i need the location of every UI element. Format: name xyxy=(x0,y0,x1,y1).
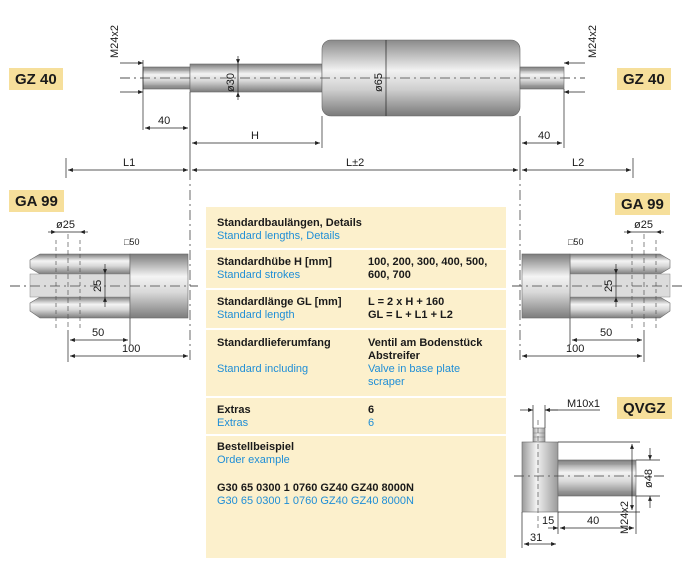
length-label-en: Standard length xyxy=(217,309,295,321)
dim-15: 15 xyxy=(542,515,554,527)
strokes-value-line2: 600, 700 xyxy=(368,269,411,281)
ga99-right-clevis xyxy=(512,234,685,330)
dim-40-qvgz: 40 xyxy=(587,515,599,527)
dim-l2: L2 xyxy=(572,157,584,169)
dim-slot25-right: 25 xyxy=(603,280,615,292)
tag-qvgz: QVGZ xyxy=(617,397,672,419)
dim-d30: ø30 xyxy=(225,73,237,92)
qvgz-adapter xyxy=(514,420,664,528)
dim-40-left: 40 xyxy=(158,115,170,127)
ga99-left-dimensions xyxy=(48,230,188,362)
extras-label-en: Extras xyxy=(217,417,249,429)
reference-lines xyxy=(189,170,521,360)
dim-d25-right: ø25 xyxy=(634,219,653,231)
strokes-label-de: Standardhübe H [mm] xyxy=(217,256,332,268)
dim-40-right: 40 xyxy=(538,130,550,142)
tag-gz40-right: GZ 40 xyxy=(617,68,671,90)
dim-stroke-h: H xyxy=(251,130,259,142)
qvgz-dimension-labels: M10x1 ø48 M24x2 15 40 31 xyxy=(530,398,655,544)
separator xyxy=(206,328,506,330)
spec-header-de: Standardbaulängen, Details xyxy=(217,217,362,229)
delivery-value-en-1: Valve in base plate xyxy=(368,363,461,375)
dim-d25-left: ø25 xyxy=(56,219,75,231)
qvgz-dimensions xyxy=(520,405,660,548)
gz40-cylinder-view xyxy=(120,39,585,117)
length-formula-gl: GL = L + L1 + L2 xyxy=(368,309,453,321)
order-label-en: Order example xyxy=(217,454,290,466)
delivery-value-de-1: Ventil am Bodenstück xyxy=(368,337,483,349)
length-formula-l: L = 2 x H + 160 xyxy=(368,296,445,308)
dim-d48: ø48 xyxy=(643,469,655,488)
gz40-dimension-labels: M24x2 ø30 ø65 40 H 40 M24x2 L1 L±2 L2 xyxy=(109,25,599,169)
order-code-en: G30 65 0300 1 0760 GZ40 GZ40 8000N xyxy=(217,495,414,507)
separator xyxy=(206,396,506,398)
dim-m10x1: M10x1 xyxy=(567,398,600,410)
dim-100-right: 100 xyxy=(566,343,584,355)
dim-50-right: 50 xyxy=(600,327,612,339)
tag-ga99-left: GA 99 xyxy=(9,190,64,212)
extras-value-de: 6 xyxy=(368,404,375,416)
tag-ga99-right: GA 99 xyxy=(615,193,670,215)
order-label-de: Bestellbeispiel xyxy=(217,441,295,453)
delivery-value-de-2: Abstreifer xyxy=(368,350,420,362)
dim-d65: ø65 xyxy=(373,73,385,92)
dim-l-tol: L±2 xyxy=(346,157,364,169)
strokes-value-line1: 100, 200, 300, 400, 500, xyxy=(368,256,488,268)
ga99-left-dimension-labels: ø25 □50 25 50 100 xyxy=(56,219,140,355)
extras-value-en: 6 xyxy=(368,417,375,429)
dim-m24x2-qvgz: M24x2 xyxy=(619,501,631,534)
dim-m24x2-right: M24x2 xyxy=(587,25,599,58)
dim-m24x2-left: M24x2 xyxy=(109,25,121,58)
ga99-left-clevis xyxy=(10,234,198,330)
delivery-label-de: Standardlieferumfang xyxy=(217,337,331,349)
separator xyxy=(206,288,506,290)
dim-31: 31 xyxy=(530,532,542,544)
separator xyxy=(206,434,506,436)
dim-sq50-left: □50 xyxy=(124,237,139,247)
dim-100-left: 100 xyxy=(122,343,140,355)
strokes-label-en: Standard strokes xyxy=(217,269,301,281)
spec-header-en: Standard lengths, Details xyxy=(217,230,340,242)
ga99-right-dimensions xyxy=(522,230,664,362)
delivery-label-en: Standard including xyxy=(217,363,309,375)
delivery-value-en-2: scraper xyxy=(368,376,405,388)
dim-50-left: 50 xyxy=(92,327,104,339)
spec-panel: Standardbaulängen, Details Standard leng… xyxy=(206,207,506,558)
length-label-de: Standardlänge GL [mm] xyxy=(217,296,342,308)
gz40-dimensions xyxy=(65,40,634,178)
extras-label-de: Extras xyxy=(217,404,251,416)
ga99-right-dimension-labels: ø25 □50 25 50 100 xyxy=(566,219,653,355)
dim-sq50-right: □50 xyxy=(568,237,583,247)
dim-l1: L1 xyxy=(123,157,135,169)
separator xyxy=(206,248,506,250)
order-code-de: G30 65 0300 1 0760 GZ40 GZ40 8000N xyxy=(217,482,414,494)
dim-slot25-left: 25 xyxy=(92,280,104,292)
tag-gz40-left: GZ 40 xyxy=(9,68,63,90)
